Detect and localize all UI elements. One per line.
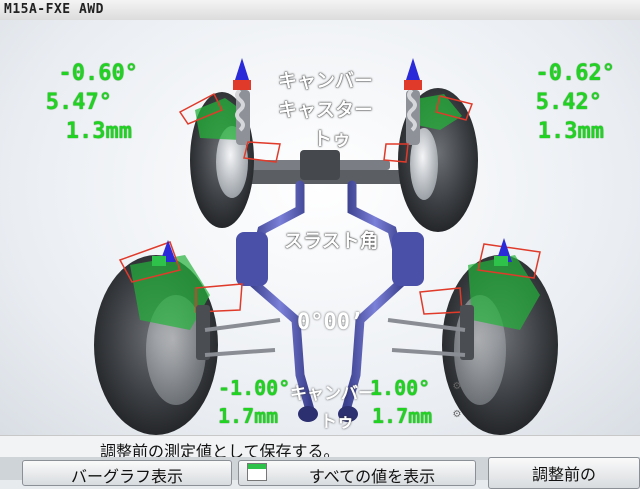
- rear-toe-label: トゥ: [320, 412, 354, 432]
- thrust-angle-label: スラスト角: [284, 230, 379, 252]
- front-right-wheel: [383, 58, 478, 232]
- pre-adjustment-button[interactable]: 調整前の: [488, 457, 640, 489]
- front-left-caster-value: 5.47°: [45, 90, 112, 115]
- exhaust-system: [236, 180, 424, 422]
- status-message: 調整前の測定値として保存する。: [100, 442, 340, 461]
- caster-label: キャスター: [278, 99, 374, 121]
- front-right-toe-value: 1.3mm: [537, 119, 604, 144]
- front-left-toe-value: 1.3mm: [65, 119, 132, 144]
- function-button-bar: バーグラフ表示 すべての値を表示 調整前の: [0, 457, 640, 489]
- vehicle-model-title: M15A-FXE AWD: [4, 2, 104, 17]
- toe-label: トゥ: [313, 128, 352, 150]
- front-right-caster-value: 5.42°: [535, 90, 602, 115]
- front-subframe: [235, 150, 405, 184]
- thrust-angle-value: 0°00’: [297, 310, 364, 335]
- rear-camber-settings-icon[interactable]: ⚙: [452, 381, 462, 392]
- front-left-wheel: [178, 58, 281, 228]
- front-left-camber-value: -0.60°: [58, 61, 138, 86]
- show-all-values-button[interactable]: すべての値を表示: [238, 460, 476, 486]
- status-bar: 調整前の測定値として保存する。: [0, 435, 640, 461]
- camber-label: キャンバー: [278, 70, 374, 92]
- bar-graph-button-label: バーグラフ表示: [70, 467, 183, 486]
- alignment-view: -0.60° 5.47° 1.3mm キャンバー キャスター トゥ -0.62°…: [0, 20, 640, 435]
- rear-camber-label: キャンバー: [290, 384, 375, 404]
- rear-toe-settings-icon[interactable]: ⚙: [452, 409, 462, 420]
- rear-left-camber-value: -1.00°: [218, 376, 291, 400]
- rear-right-camber-value: 1.00°: [370, 376, 431, 400]
- bar-graph-button[interactable]: バーグラフ表示: [22, 460, 232, 486]
- rear-left-toe-value: 1.7mm: [218, 404, 279, 428]
- rear-right-toe-value: 1.7mm: [372, 404, 433, 428]
- chassis-illustration: [94, 58, 558, 435]
- show-all-values-button-label: すべての値を表示: [308, 467, 436, 486]
- value-list-icon: [247, 463, 267, 481]
- rear-left-wheel: [94, 240, 281, 435]
- front-right-camber-value: -0.62°: [535, 61, 615, 86]
- window-title-bar: M15A-FXE AWD: [0, 0, 640, 21]
- rear-right-wheel: [387, 238, 558, 435]
- pre-adjustment-button-label: 調整前の: [531, 465, 596, 484]
